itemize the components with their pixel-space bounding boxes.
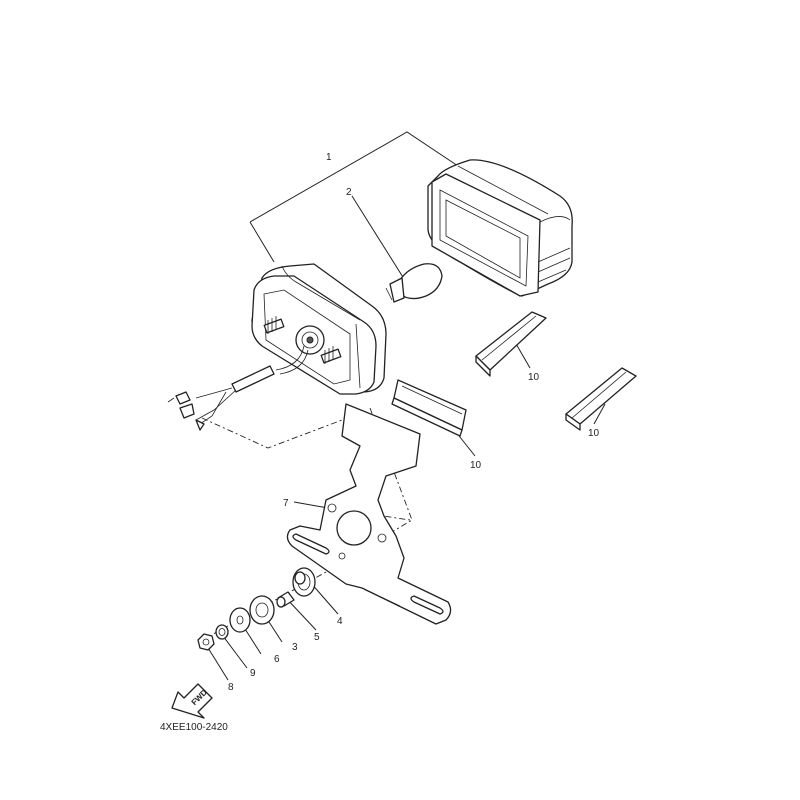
callout-10-a: 10 [528, 372, 540, 383]
callout-10-c: 10 [470, 460, 482, 471]
damper-washer [249, 595, 275, 625]
callout-7: 7 [283, 498, 289, 509]
collar [276, 591, 295, 608]
callout-6: 6 [274, 654, 280, 665]
reflector-2 [565, 367, 637, 431]
lens [427, 159, 573, 297]
license-bracket [286, 403, 452, 625]
callout-5: 5 [314, 632, 320, 643]
plain-washer [229, 607, 251, 633]
reflector-3 [391, 379, 467, 437]
rubber-grommet [292, 567, 316, 597]
callout-2: 2 [346, 187, 352, 198]
nut [197, 633, 215, 651]
wiring-harness [167, 365, 275, 431]
callout-9: 9 [250, 668, 256, 679]
drawing-code: 4XEE100-2420 [160, 722, 228, 733]
callout-10-b: 10 [588, 428, 600, 439]
bulb [385, 263, 443, 303]
spring-washer [215, 624, 229, 640]
callout-1: 1 [326, 152, 332, 163]
callout-8: 8 [228, 682, 234, 693]
taillight-housing [251, 263, 387, 395]
reflector-1 [475, 311, 547, 377]
callouts: 1 2 10 10 10 7 4 5 3 6 9 8 [228, 152, 600, 693]
fwd-arrow-icon: FWD [171, 683, 213, 719]
callout-4: 4 [337, 616, 343, 627]
callout-3: 3 [292, 642, 298, 653]
